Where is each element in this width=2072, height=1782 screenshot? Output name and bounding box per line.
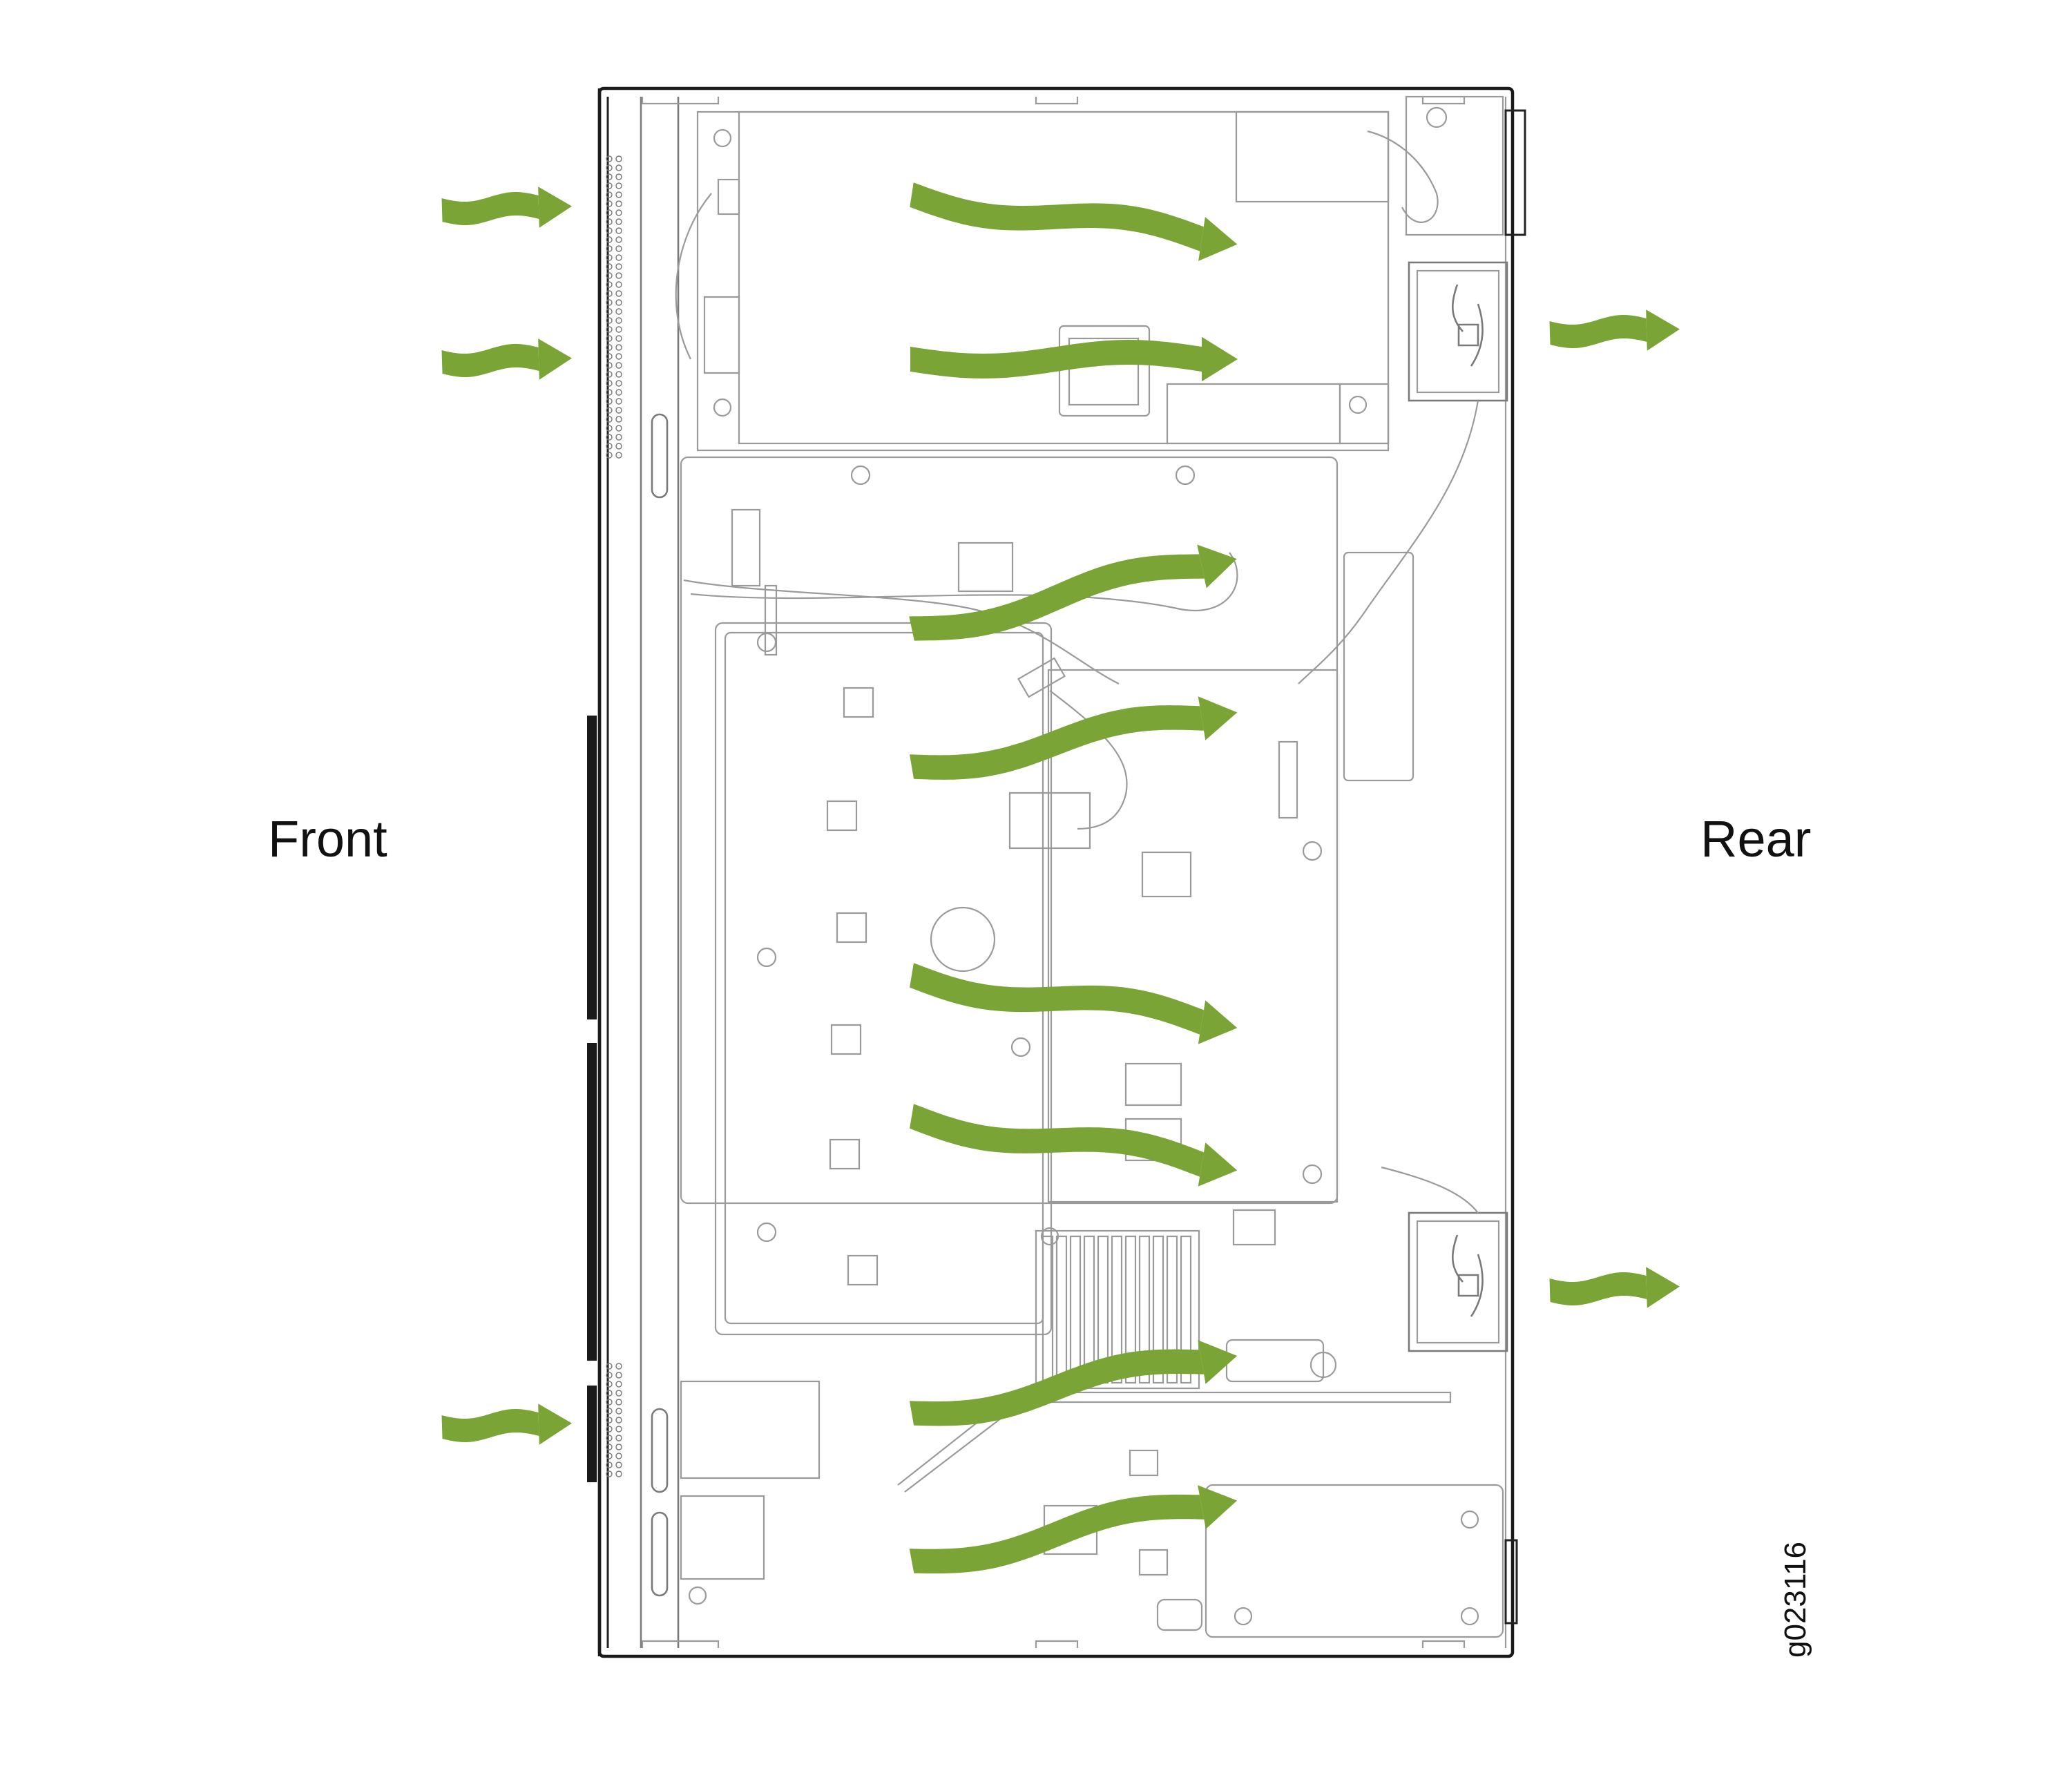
front-label: Front — [268, 810, 387, 868]
exhaust-arrow-2 — [1549, 1267, 1680, 1308]
power-supply-module — [675, 95, 1504, 452]
internal-arrow-2 — [910, 336, 1238, 382]
chassis-outline — [597, 86, 1515, 1658]
airflow-arrows — [441, 182, 1680, 1574]
front-vent-holes-top — [606, 155, 622, 459]
internal-arrow-3 — [909, 544, 1237, 641]
internal-arrow-6 — [910, 1104, 1238, 1187]
rear-label: Rear — [1700, 810, 1811, 868]
internal-arrow-1 — [910, 182, 1238, 261]
fan-module-bottom — [1408, 1211, 1508, 1352]
figure-id: g023116 — [1778, 1542, 1812, 1658]
intake-arrow-1 — [441, 186, 572, 228]
internal-arrow-5 — [910, 963, 1238, 1044]
intake-arrow-2 — [441, 338, 572, 380]
internal-arrow-4 — [910, 696, 1238, 780]
main-board — [680, 456, 1414, 1336]
chassis — [587, 86, 1526, 1658]
io-board — [680, 1227, 1504, 1638]
front-vent-holes-bottom — [606, 1363, 622, 1477]
intake-arrow-3 — [441, 1403, 572, 1445]
internal-arrow-7 — [909, 1340, 1238, 1426]
internal-arrow-8 — [909, 1485, 1238, 1574]
fan-module-top — [1408, 261, 1508, 402]
exhaust-arrow-1 — [1549, 309, 1680, 351]
